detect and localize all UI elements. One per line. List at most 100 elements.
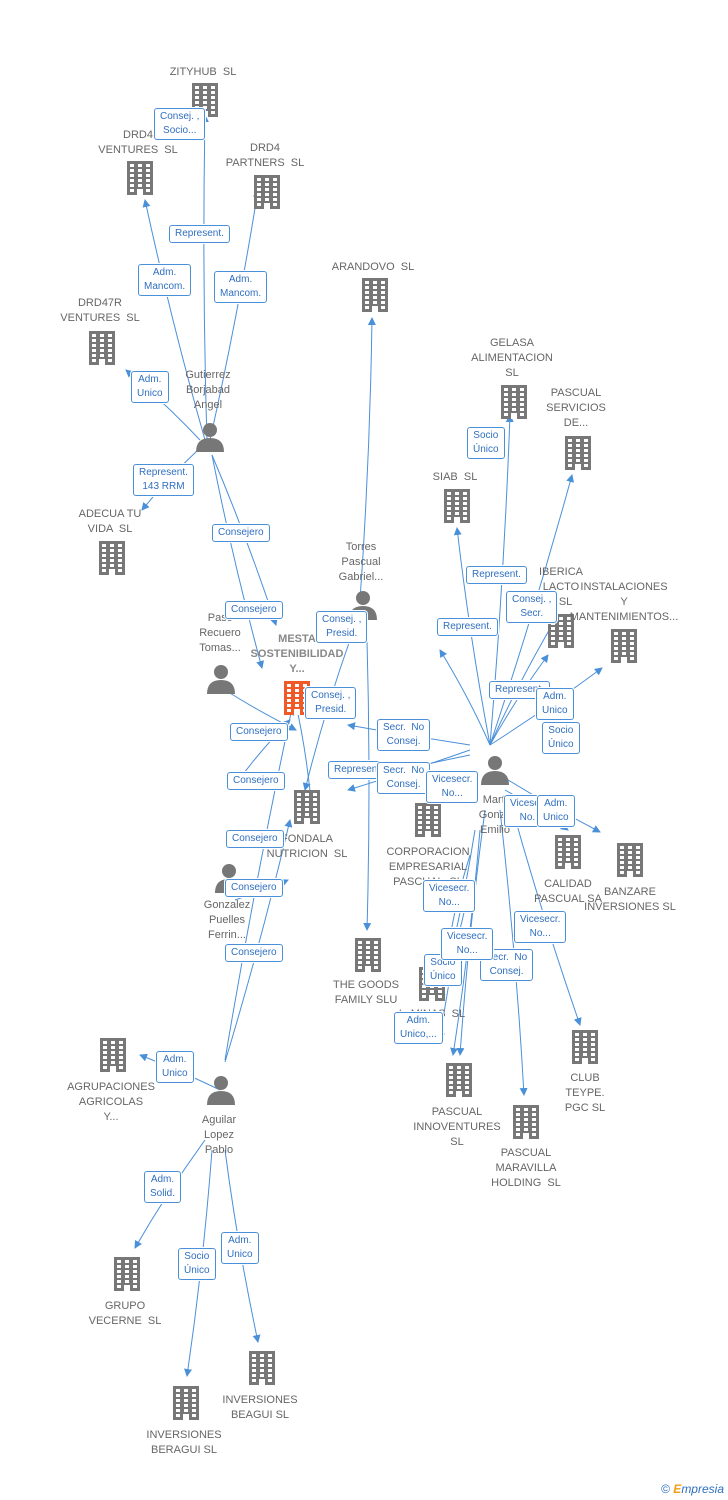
relation-label[interactable]: Adm. Unico [131,371,169,403]
relation-edge [224,819,293,1063]
node-label: ADECUA TU VIDA SL [78,508,142,535]
relation-label[interactable]: Adm. Unico [156,1051,194,1083]
relation-label[interactable]: Secr. No Consej. [377,719,431,751]
node-label: Gonzalez Puelles Ferrin... [203,899,251,941]
relation-label[interactable]: Adm. Mancom. [138,264,192,296]
relation-label[interactable]: Represent. [466,566,527,584]
copyright-symbol: © [661,1482,670,1496]
building-icon [548,614,574,653]
building-icon [611,629,637,668]
relation-label[interactable]: Adm. Unico [536,688,574,720]
relation-label[interactable]: Consejero [227,772,285,790]
node-label: CLUB TEYPE. PGC SL [564,1072,606,1114]
brand-initial: E [673,1482,682,1496]
relation-label[interactable]: Consejero [225,944,283,962]
person-icon [481,755,509,790]
node-label: ARANDOVO SL [331,261,415,273]
node-label: GELASA ALIMENTACION SL [471,337,553,379]
relation-label[interactable]: Socio Único [542,722,580,754]
building-icon [249,1351,275,1390]
node-label: DRD4 PARTNERS SL [225,142,305,169]
node-label: PASCUAL INNOVENTURES SL [413,1106,501,1148]
node-label: Pasc Recuero Tomas... [199,612,241,654]
building-icon [99,541,125,580]
relation-edge [489,654,549,746]
relation-label[interactable]: Represent. [489,681,550,699]
relation-label[interactable]: Adm. Mancom. [214,271,268,303]
relation-label[interactable]: Vicesecr. No... [514,911,567,943]
relation-label[interactable]: Adm. Unico [537,795,575,827]
person-icon [207,664,235,699]
relation-edge [453,527,491,746]
building-icon [617,843,643,882]
building-icon [555,835,581,874]
building-icon [572,1030,598,1069]
relation-label[interactable]: Adm. Unico [221,1232,259,1264]
brand-name: mpresia [681,1482,724,1496]
relation-label[interactable]: Socio Único [467,427,505,459]
building-icon [355,938,381,977]
node-label: Gutierrez Borjabad Angel [185,369,231,411]
node-label: SIAB SL [432,471,478,483]
building-icon [446,1063,472,1102]
building-icon [415,803,441,842]
building-icon [114,1257,140,1296]
node-label: AGRUPACIONES AGRICOLAS Y... [67,1081,155,1123]
node-label: PASCUAL MARAVILLA HOLDING SL [491,1147,561,1189]
relation-label[interactable]: Vicesecr. No... [441,928,494,960]
node-label: Torres Pascual Gabriel... [338,541,384,583]
node-label: BANZARE INVERSIONES SL [584,886,676,913]
building-icon [444,489,470,528]
relation-label[interactable]: Adm. Solid. [144,1171,182,1203]
relation-label[interactable]: Adm. Unico,... [394,1012,443,1044]
building-icon [565,436,591,475]
relation-edge [359,317,376,601]
node-label: FONDALA NUTRICION SL [266,833,348,860]
relation-label[interactable]: Consejero [212,524,270,542]
relation-label[interactable]: Consej. , Presid. [305,687,357,719]
empresia-logo[interactable]: © Empresia [661,1482,724,1496]
relation-edge [200,114,209,441]
node-label: DRD4 VENTURES SL [98,129,178,156]
relation-edge [211,454,265,669]
relation-edge [439,649,491,746]
relation-label[interactable]: Represent. 143 RRM [133,464,194,496]
node-label: MESTA SOSTENIBILIDAD Y... [250,633,344,675]
node-label: Aguilar Lopez Pablo [201,1114,237,1156]
relation-label[interactable]: Consej. , Socio... [154,108,206,140]
relation-label[interactable]: Represent. [437,618,498,636]
relation-label[interactable]: Represent. [169,225,230,243]
relation-label[interactable]: Secr. No Consej. [480,949,534,981]
node-label: CALIDAD PASCUAL SA [534,878,602,905]
person-icon [207,1075,235,1110]
node-label: IBERICA LACTO I SL [538,566,584,608]
node-label: INSTALACIONES Y MANTENIMIENTOS... [569,581,679,623]
node-label: Marti Gonza Emilio [478,794,512,836]
building-icon [127,161,153,200]
relation-label[interactable]: Consejero [230,723,288,741]
person-icon [196,422,224,457]
building-icon [254,175,280,214]
building-icon [362,278,388,317]
relation-edge [363,639,372,931]
node-label: ZITYHUB SL [169,66,237,78]
building-icon [501,385,527,424]
relation-label[interactable]: Consej. , Presid. [316,611,368,643]
building-icon [173,1386,199,1425]
node-label: INVERSIONES BERAGUI SL [146,1429,222,1456]
relation-label[interactable]: Secr. No Consej. [377,762,431,794]
relation-label[interactable]: Vicesecr. No... [423,880,476,912]
relation-label[interactable]: Consejero [225,879,283,897]
node-label: INVERSIONES BEAGUI SL [222,1394,298,1421]
node-label: DRD47R VENTURES SL [60,297,140,324]
relation-edge [142,199,206,441]
building-icon [294,790,320,829]
building-icon [89,331,115,370]
relation-label[interactable]: Consej. , Secr. [506,591,558,623]
node-label: THE GOODS FAMILY SLU [332,979,400,1006]
relation-label[interactable]: Consejero [226,830,284,848]
relation-label[interactable]: Consejero [225,601,283,619]
relation-label[interactable]: Socio Único [178,1248,216,1280]
relation-label[interactable]: Vicesecr. No... [426,771,479,803]
